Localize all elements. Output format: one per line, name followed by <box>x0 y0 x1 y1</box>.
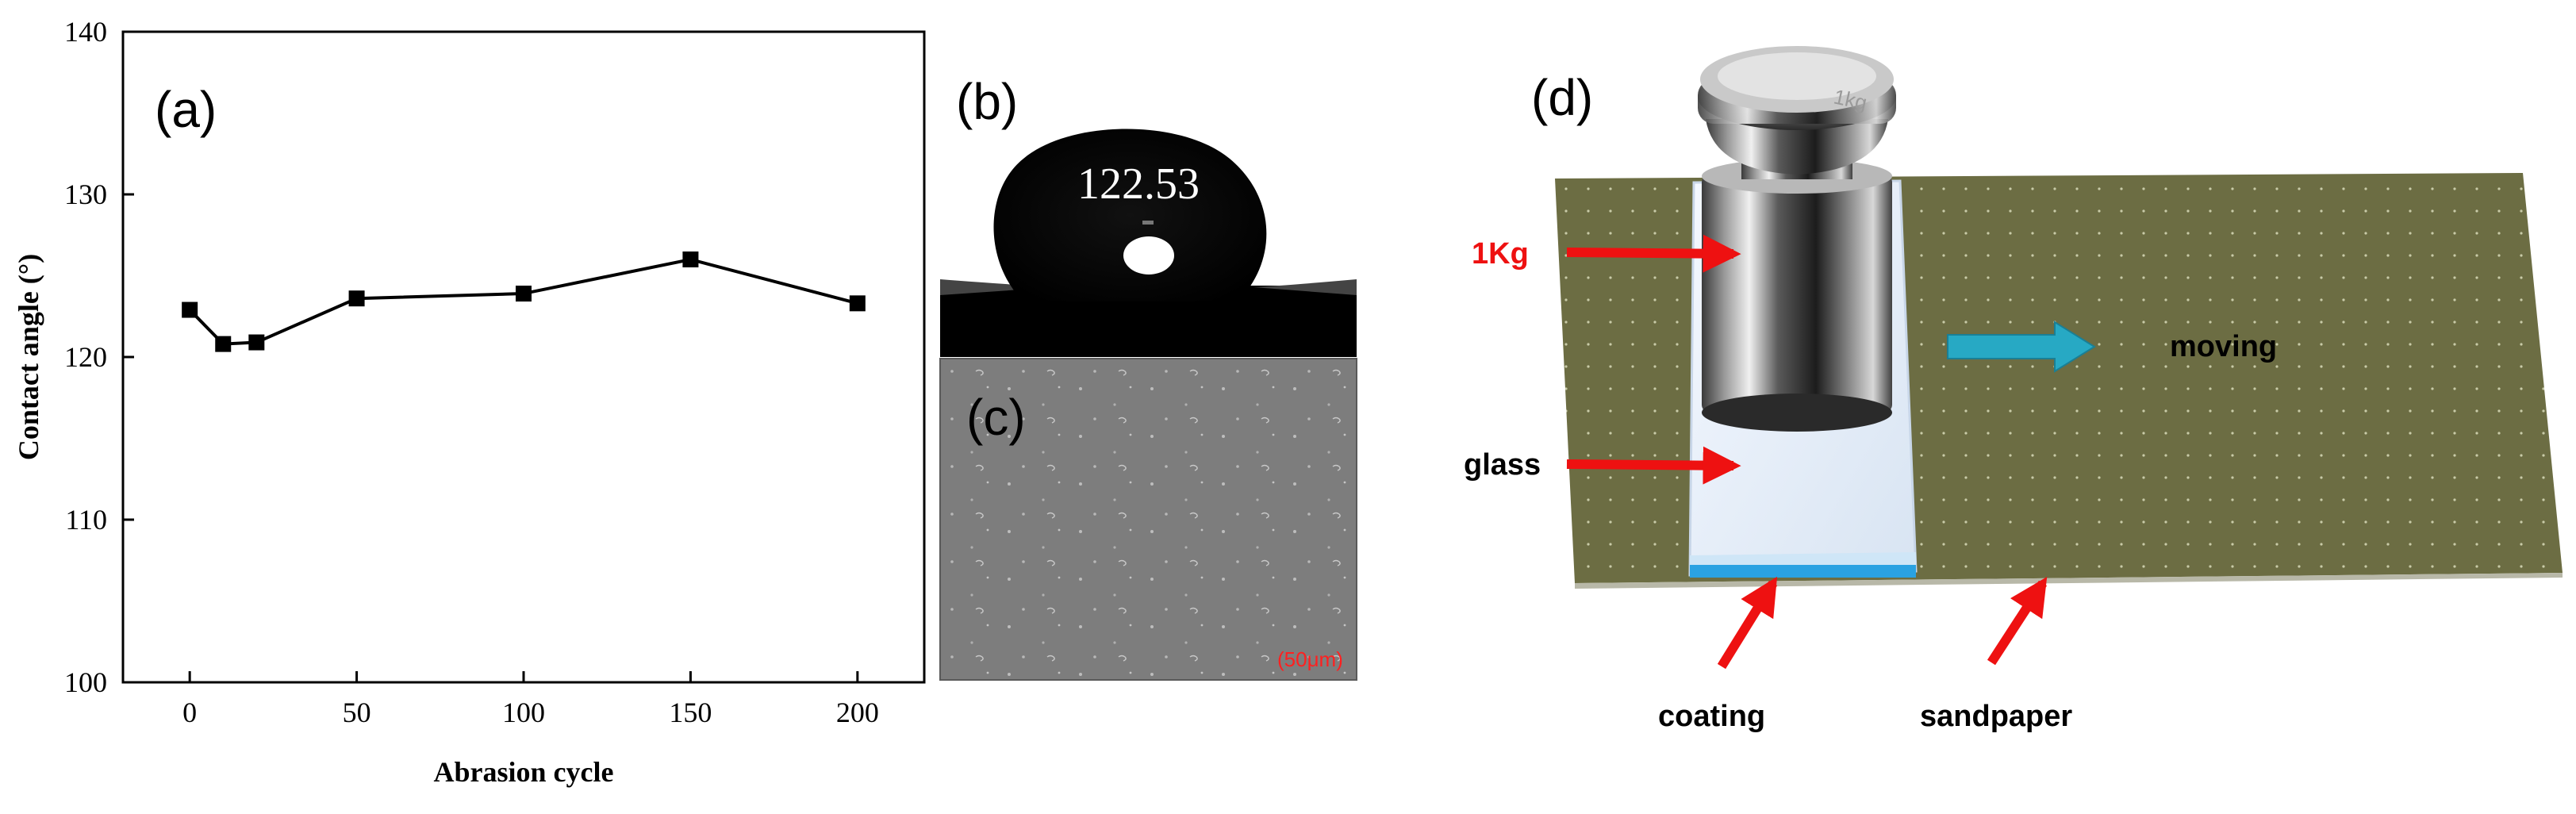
y-tick-label: 120 <box>64 341 107 373</box>
x-tick-label: 100 <box>502 697 545 728</box>
panel-a-label: (a) <box>155 81 217 138</box>
glass-label: glass <box>1464 448 1541 482</box>
y-axis-label: Contact angle (°) <box>13 254 44 460</box>
glass-arrow <box>1566 446 1741 485</box>
data-point <box>348 290 365 307</box>
x-tick-label: 50 <box>343 697 371 728</box>
moving-label: moving <box>2170 330 2277 363</box>
coating-label: coating <box>1658 700 1765 733</box>
data-point <box>849 295 866 312</box>
droplet-highlight <box>1123 236 1174 275</box>
panel-c-label: (c) <box>966 389 1026 446</box>
x-axis-label: Abrasion cycle <box>434 756 614 788</box>
panel-d-label: (d) <box>1531 69 1593 126</box>
y-tick-label: 110 <box>65 504 107 536</box>
weight-arrow <box>1566 234 1741 273</box>
series-line <box>188 257 858 346</box>
plot-frame <box>121 30 926 684</box>
data-point <box>182 301 198 318</box>
panel-b-droplet-image: (b) 122.53 <box>940 24 1357 357</box>
panel-c-sem-image: (c) (50μm) <box>939 358 1357 681</box>
y-tick-label: 100 <box>64 666 107 698</box>
data-point <box>682 251 699 267</box>
panel-a-chart: 100 110 120 130 140 0 50 100 150 200 (a) Abrasio… <box>13 16 926 788</box>
scale-bar-label: (50μm) <box>1277 647 1343 671</box>
sandpaper-arrow <box>1987 576 2048 666</box>
sandpaper-label: sandpaper <box>1920 700 2072 733</box>
x-ticks: 0 50 100 150 200 <box>182 671 879 728</box>
data-point <box>215 336 232 352</box>
x-tick-label: 200 <box>836 697 879 728</box>
weight-label: 1Kg <box>1472 237 1529 271</box>
data-point <box>248 334 265 351</box>
contact-angle-value: 122.53 <box>1077 159 1200 209</box>
data-point <box>516 286 532 302</box>
weight-1kg: 1kg <box>1698 46 1896 432</box>
x-tick-label: 0 <box>182 697 197 728</box>
coating-strip <box>1690 565 1916 578</box>
y-tick-label: 130 <box>64 179 107 210</box>
moving-arrow <box>1947 321 2096 373</box>
x-tick-label: 150 <box>669 697 712 728</box>
panel-d-setup-photo: 1kg (d) 1Kg glass moving coating sandpap… <box>1464 46 2563 733</box>
water-droplet <box>993 129 1267 301</box>
series-markers <box>182 251 866 352</box>
y-tick-label: 140 <box>64 16 107 48</box>
y-ticks: 100 110 120 130 140 <box>64 16 134 698</box>
panel-b-label: (b) <box>956 73 1018 130</box>
coating-arrow <box>1717 576 1778 670</box>
